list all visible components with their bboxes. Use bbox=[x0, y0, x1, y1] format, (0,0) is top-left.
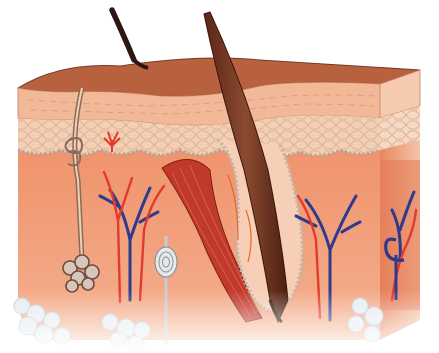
bottom-fade bbox=[0, 290, 439, 353]
hair-left bbox=[112, 10, 148, 68]
